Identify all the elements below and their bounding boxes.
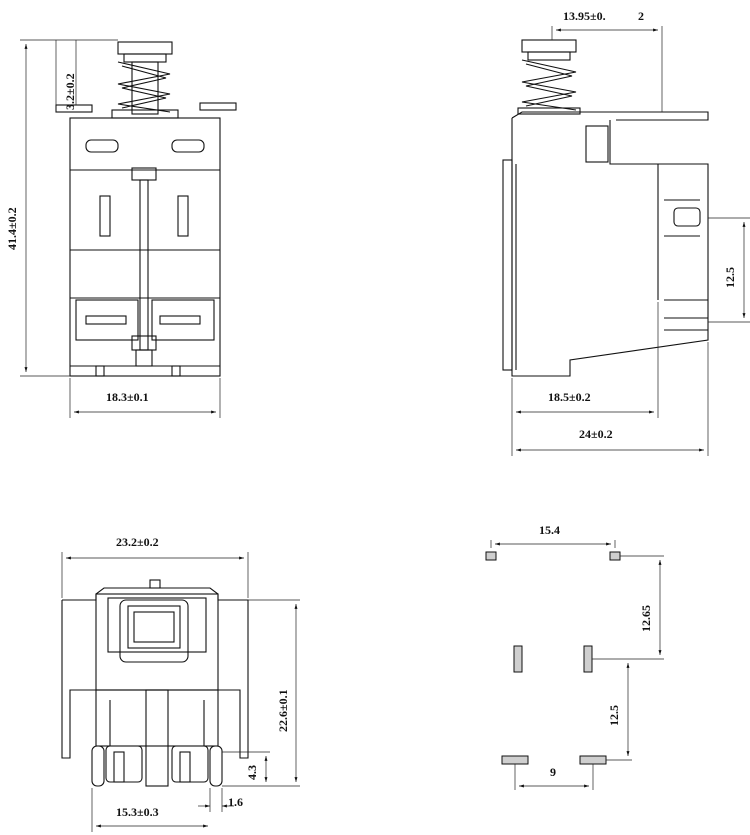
bottom-pinlen-dim: 4.3: [245, 765, 259, 780]
pcb-top-dim: 15.4: [539, 523, 560, 537]
front-height-dim: 41.4±0.2: [5, 207, 19, 250]
pad-bottom-left: [501, 755, 529, 765]
pcb-upper-dim: 12.65: [639, 605, 653, 632]
side-total-dim: 24±0.2: [579, 427, 613, 441]
pad-mid-right: [583, 645, 593, 673]
right-ear: [199, 102, 237, 111]
pcb-bottom-dim: 9: [550, 765, 556, 779]
front-view: 41.4±0.2 3.2±0.2 18.3±0.1: [5, 39, 237, 418]
front-body: [69, 117, 221, 377]
bottom-pins: [91, 745, 223, 787]
side-top-dim-2: 2: [638, 9, 644, 23]
side-view: 13.95±0. 2 12.5 18.5±0.2 24±0.2: [502, 9, 750, 456]
side-pin-dim: 12.5: [723, 267, 737, 288]
side-base-dim: 18.5±0.2: [548, 390, 591, 404]
bottom-height-dim: 22.6±0.1: [276, 689, 290, 732]
bottom-pitch-dim: 15.3±0.3: [116, 805, 159, 819]
pad-top-left: [485, 551, 497, 561]
bottom-body: [61, 579, 249, 787]
front-top-dim: 3.2±0.2: [63, 73, 77, 110]
bottom-view: 23.2±0.2 22.6±0.1 4.3 1.6 15.3±0.3: [61, 535, 300, 832]
bottom-pinthk-dim: 1.6: [228, 795, 243, 809]
pad-top-right: [609, 551, 621, 561]
pcb-lower-dim: 12.5: [607, 705, 621, 726]
side-top-dim: 13.95±0.: [563, 9, 606, 23]
front-width-dim: 18.3±0.1: [106, 390, 149, 404]
side-body: [502, 118, 709, 377]
side-top-plate: [511, 111, 709, 121]
pcb-layout: 15.4 12.65 12.5 9: [485, 523, 664, 790]
side-spring: [517, 39, 581, 115]
spring-plunger: [111, 41, 179, 119]
pad-bottom-right: [579, 755, 607, 765]
bottom-width-dim: 23.2±0.2: [116, 535, 159, 549]
pad-mid-left: [513, 645, 523, 673]
